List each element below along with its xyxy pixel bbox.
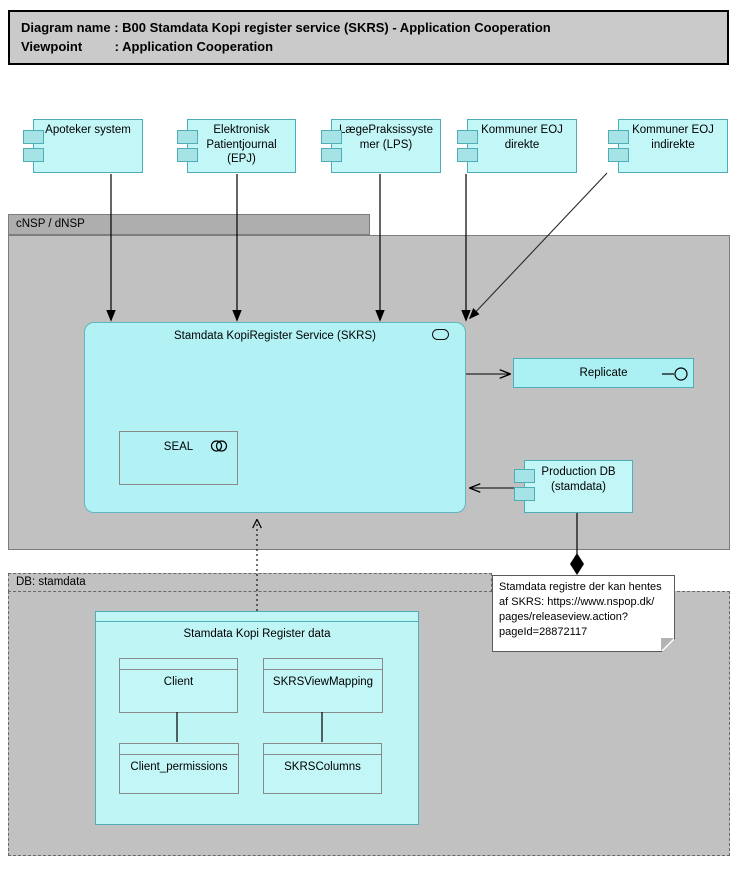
component-laegepraksissystemer: LægePraksissyste mer (LPS)	[321, 119, 441, 173]
component-port-icon	[177, 130, 198, 144]
component-production-db: Production DB (stamdata)	[514, 460, 633, 513]
group-cnsp-label: cNSP / dNSP	[16, 218, 85, 230]
service-replicate: Replicate	[513, 358, 694, 388]
collaboration-seal: SEAL	[119, 431, 238, 485]
group-db-stamdata-tab: DB: stamdata	[8, 573, 492, 592]
table-label: SKRSViewMapping	[272, 676, 374, 688]
component-label: Kommuner EOJ direkte	[481, 124, 563, 151]
table-label: Client_permissions	[130, 761, 228, 773]
component-port-icon	[177, 148, 198, 162]
component-port-icon	[608, 148, 629, 162]
component-port-icon	[23, 130, 44, 144]
data-object-stamdata-kopi-register-data: Stamdata Kopi Register data Client SKRSV…	[95, 611, 419, 825]
table-client: Client	[119, 658, 238, 713]
data-object-label: Stamdata Kopi Register data	[183, 628, 331, 640]
group-cnsp-tab: cNSP / dNSP	[8, 214, 370, 235]
component-elektronisk-patientjournal: Elektronisk Patientjournal (EPJ)	[177, 119, 296, 173]
component-port-icon	[457, 130, 478, 144]
component-port-icon	[514, 487, 535, 501]
component-port-icon	[321, 148, 342, 162]
component-port-icon	[321, 130, 342, 144]
table-skrscolumns: SKRSColumns	[263, 743, 382, 794]
table-header-strip	[264, 659, 382, 670]
component-kommuner-eoj-direkte: Kommuner EOJ direkte	[457, 119, 577, 173]
note-stamdata-registre: Stamdata registre der kan hentes af SKRS…	[492, 575, 675, 652]
component-label: Production DB (stamdata)	[541, 466, 616, 493]
diagram-viewpoint-line2: Viewpoint : Application Cooperation	[21, 39, 274, 54]
composition-diamond	[570, 553, 584, 575]
diagram-title-line1: Diagram name : B00 Stamdata Kopi registe…	[21, 20, 551, 35]
component-port-icon	[23, 148, 44, 162]
overlapping-circles-icon	[210, 440, 228, 452]
data-object-header-strip	[96, 612, 418, 622]
component-label: Kommuner EOJ indirekte	[632, 124, 714, 151]
table-label: Client	[163, 676, 194, 688]
component-label: LægePraksissyste mer (LPS)	[339, 124, 433, 151]
table-header-strip	[120, 744, 238, 755]
table-client-permissions: Client_permissions	[119, 743, 239, 794]
component-label: Elektronisk Patientjournal (EPJ)	[206, 124, 277, 165]
note-text: Stamdata registre der kan hentes af SKRS…	[499, 581, 662, 638]
service-skrs: Stamdata KopiRegister Service (SKRS) SEA…	[84, 322, 466, 513]
component-label: Apoteker system	[45, 124, 131, 136]
service-skrs-label: Stamdata KopiRegister Service (SKRS)	[174, 330, 376, 342]
table-header-strip	[264, 744, 381, 755]
table-label: SKRSColumns	[284, 761, 361, 773]
diagram-title-box: Diagram name : B00 Stamdata Kopi registe…	[8, 10, 729, 65]
table-skrsviewmapping: SKRSViewMapping	[263, 658, 383, 713]
service-replicate-label: Replicate	[579, 367, 628, 379]
service-pill-icon	[432, 329, 449, 340]
group-db-stamdata-label: DB: stamdata	[16, 576, 86, 588]
component-port-icon	[514, 469, 535, 483]
lollipop-interface-icon	[662, 367, 688, 381]
component-port-icon	[457, 148, 478, 162]
seal-label: SEAL	[163, 441, 194, 453]
component-apoteker-system: Apoteker system	[23, 119, 143, 173]
component-kommuner-eoj-indirekte: Kommuner EOJ indirekte	[608, 119, 728, 173]
component-port-icon	[608, 130, 629, 144]
table-header-strip	[120, 659, 237, 670]
